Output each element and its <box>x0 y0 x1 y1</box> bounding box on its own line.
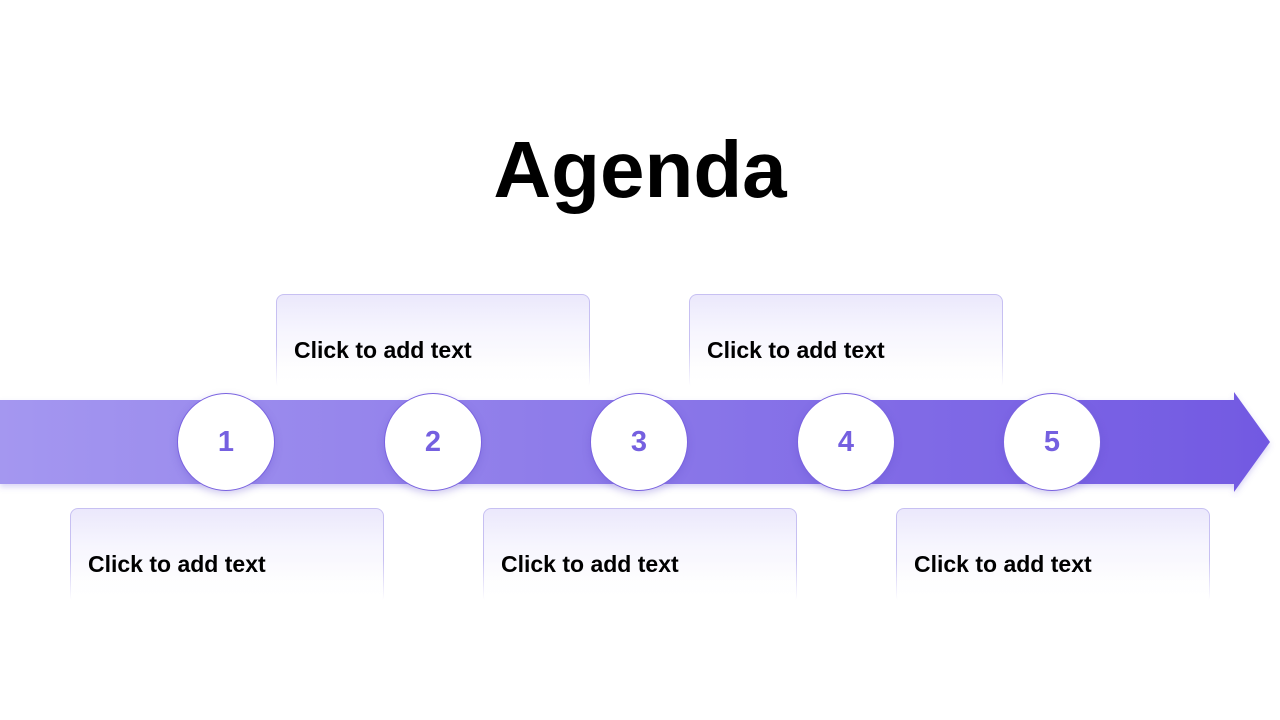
step-4-text[interactable]: Click to add text <box>707 337 885 363</box>
step-5-circle[interactable]: 5 <box>1003 393 1101 491</box>
slide-title[interactable]: Agenda <box>493 125 787 214</box>
step-4-number: 4 <box>837 425 855 458</box>
step-5-text[interactable]: Click to add text <box>914 551 1092 577</box>
step-2-text[interactable]: Click to add text <box>294 337 472 363</box>
step-3-circle[interactable]: 3 <box>590 393 688 491</box>
step-1-text-box[interactable]: Click to add text <box>69 508 385 605</box>
step-1-text[interactable]: Click to add text <box>88 551 266 577</box>
step-3-text[interactable]: Click to add text <box>501 551 679 577</box>
step-1-number: 1 <box>217 425 235 458</box>
step-5-number: 5 <box>1043 425 1061 458</box>
step-5-text-box[interactable]: Click to add text <box>895 508 1211 605</box>
step-3-text-box[interactable]: Click to add text <box>482 508 798 605</box>
step-2-number: 2 <box>424 425 442 458</box>
step-3-number: 3 <box>630 425 648 458</box>
step-2-circle[interactable]: 2 <box>384 393 482 491</box>
step-4-text-box[interactable]: Click to add text <box>688 294 1004 391</box>
step-2-text-box[interactable]: Click to add text <box>275 294 591 391</box>
step-4-circle[interactable]: 4 <box>797 393 895 491</box>
step-1-circle[interactable]: 1 <box>177 393 275 491</box>
